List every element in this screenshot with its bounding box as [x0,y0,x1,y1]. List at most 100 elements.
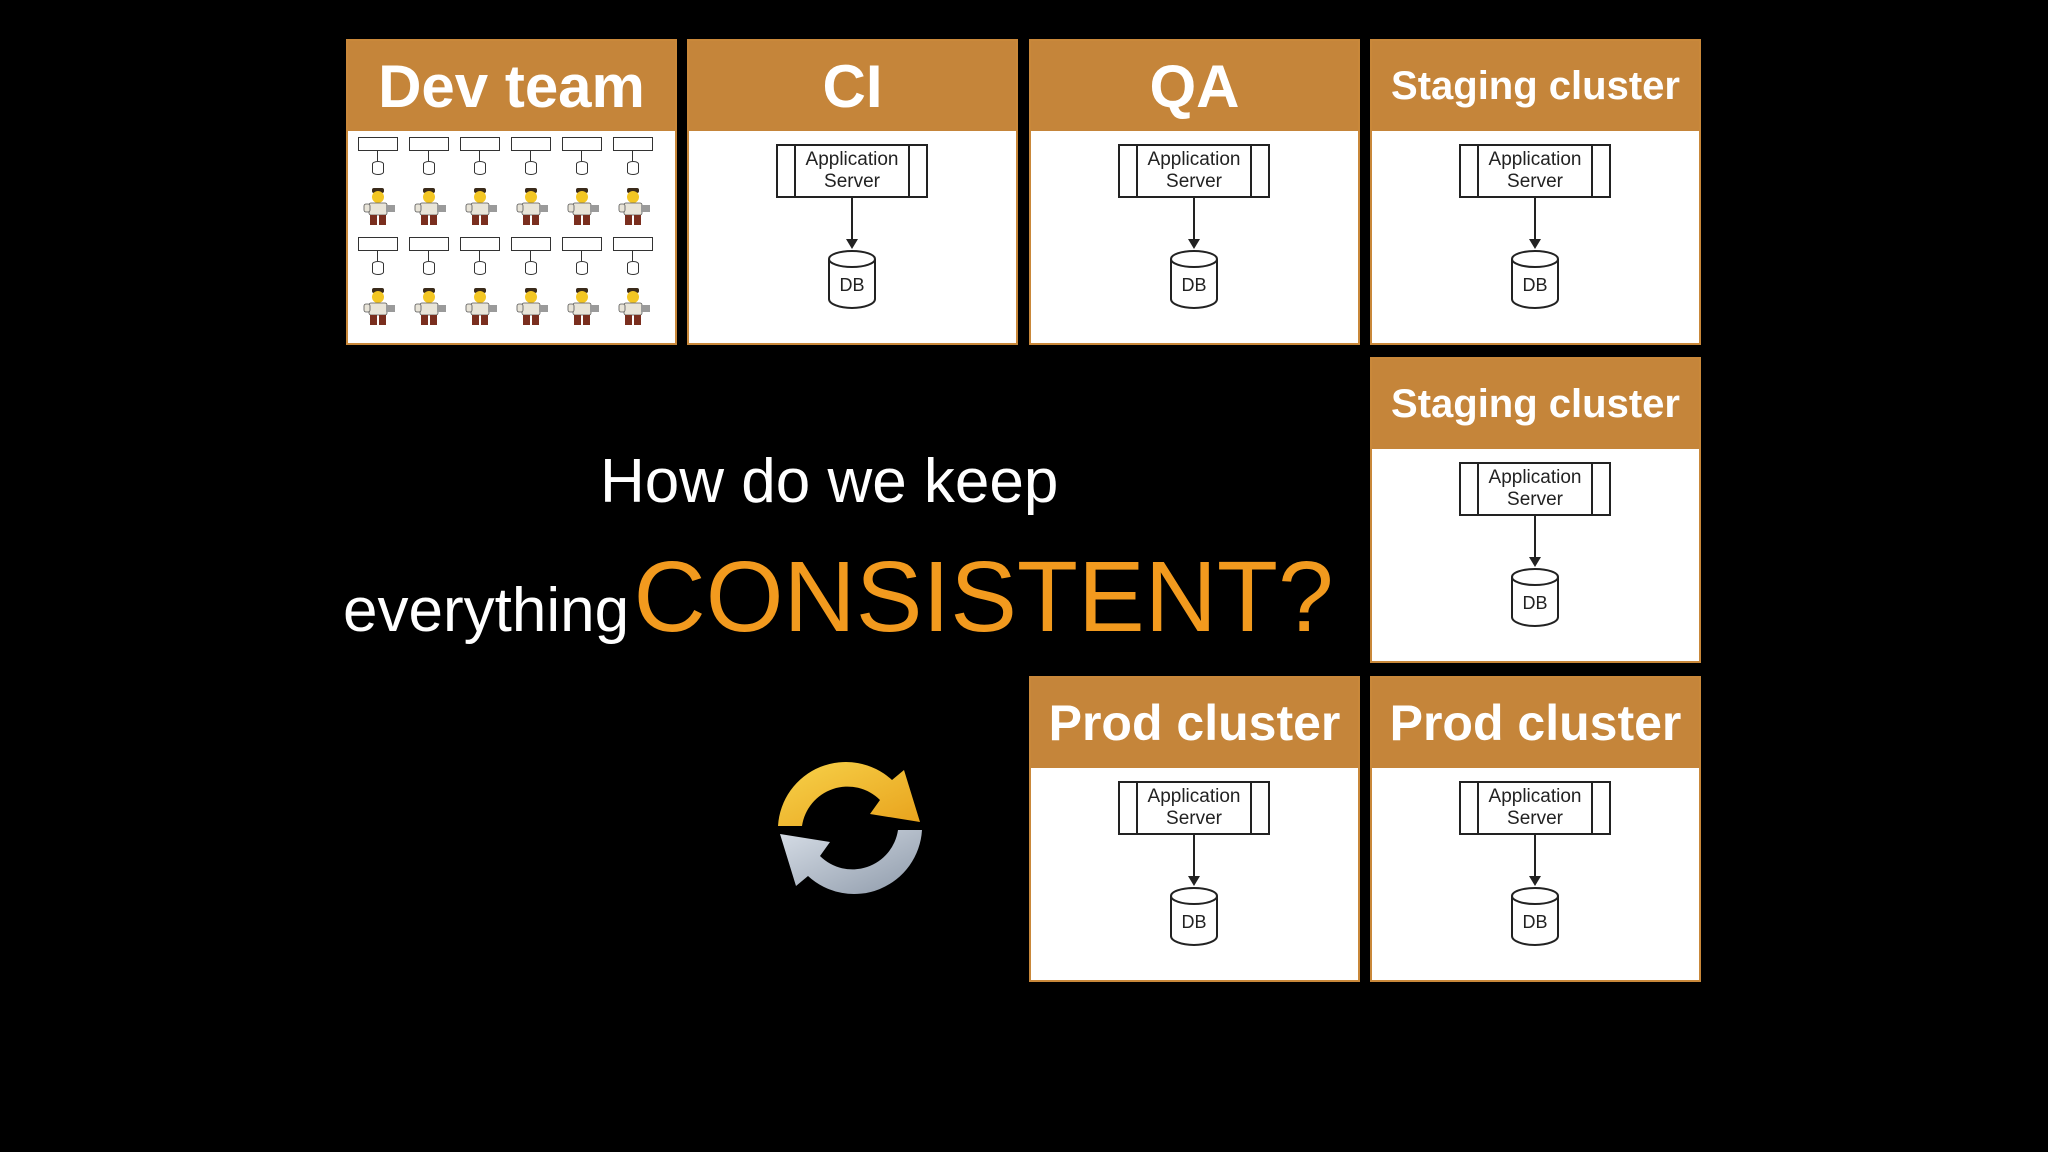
application-server-box: Application Server [1459,144,1611,198]
developer-figure-icon [560,287,604,327]
arrow-head-icon [1529,557,1541,567]
database-icon: DB [1510,886,1560,948]
app-label-line2: Server [1166,808,1222,829]
mini-environment [356,137,400,185]
panel-title: Staging cluster [1372,41,1699,131]
panel-staging-cluster-1: Staging cluster Application Server DB [1370,39,1701,345]
app-label-line1: Application [805,149,899,170]
developer-figure-icon [560,187,604,227]
mini-db-icon [372,261,384,275]
mini-arrow [581,151,582,161]
db-label: DB [1522,275,1548,295]
mini-db-icon [423,261,435,275]
arrow-line [1193,198,1195,242]
panel-staging-cluster-2: Staging cluster Application Server DB [1370,357,1701,663]
panel-prod-cluster-1: Prod cluster Application Server DB [1029,676,1360,982]
developer-figure-icon [611,287,655,327]
mini-environment [560,237,604,285]
database-icon: DB [1169,249,1219,311]
app-label-line1: Application [1488,149,1582,170]
mini-db-icon [627,261,639,275]
db-label: DB [1181,275,1207,295]
mini-app-box [358,137,398,151]
mini-environment [458,137,502,185]
developer-figure-icon [611,187,655,227]
app-label-line2: Server [1507,489,1563,510]
developer-figure-icon [458,187,502,227]
mini-db-icon [627,161,639,175]
mini-environment [458,237,502,285]
developer-figure-icon [509,287,553,327]
mini-app-box [511,237,551,251]
app-label-line1: Application [1488,467,1582,488]
panel-dev-team: Dev team [346,39,677,345]
arrow-line [1534,516,1536,560]
mini-environment [407,137,451,185]
application-server-box: Application Server [1459,462,1611,516]
mini-db-icon [423,161,435,175]
panel-ci: CI Application Server DB [687,39,1018,345]
mini-app-box [613,137,653,151]
database-icon: DB [827,249,877,311]
app-label-line1: Application [1147,786,1241,807]
database-icon: DB [1169,886,1219,948]
mini-arrow [530,251,531,261]
db-label: DB [839,275,865,295]
app-db-diagram: Application Server DB [1031,768,1358,980]
mini-arrow [581,251,582,261]
app-label-line2: Server [1507,171,1563,192]
question-line-2: everything CONSISTENT? [343,540,1334,655]
question-prefix: everything [343,576,630,645]
mini-app-box [409,237,449,251]
db-label: DB [1522,593,1548,613]
mini-arrow [479,151,480,161]
arrow-line [1534,835,1536,879]
mini-db-icon [372,161,384,175]
mini-app-box [562,137,602,151]
db-label: DB [1181,912,1207,932]
application-server-box: Application Server [776,144,928,198]
refresh-sync-icon [770,748,930,908]
mini-app-box [460,237,500,251]
db-label: DB [1522,912,1548,932]
mini-db-icon [525,261,537,275]
mini-db-icon [474,261,486,275]
mini-arrow [530,151,531,161]
mini-db-icon [576,161,588,175]
app-label-line2: Server [1166,171,1222,192]
mini-environment [611,237,655,285]
developer-figure-icon [356,187,400,227]
question-line-1: How do we keep [600,447,1059,516]
panel-qa: QA Application Server DB [1029,39,1360,345]
arrow-head-icon [1529,876,1541,886]
app-label-line1: Application [1488,786,1582,807]
mini-arrow [377,251,378,261]
app-db-diagram: Application Server DB [1031,131,1358,343]
mini-app-box [562,237,602,251]
mini-environment [356,237,400,285]
question-emphasis: CONSISTENT? [633,541,1334,653]
arrow-line [1193,835,1195,879]
app-db-diagram: Application Server DB [1372,131,1699,343]
app-db-diagram: Application Server DB [689,131,1016,343]
application-server-box: Application Server [1118,144,1270,198]
app-db-diagram: Application Server DB [1372,449,1699,661]
app-label-line2: Server [1507,808,1563,829]
dev-environments [354,137,669,337]
app-db-diagram: Application Server DB [1372,768,1699,980]
mini-app-box [409,137,449,151]
mini-environment [611,137,655,185]
database-icon: DB [1510,249,1560,311]
mini-db-icon [576,261,588,275]
mini-environment [407,237,451,285]
panel-title: CI [689,41,1016,131]
arrow-head-icon [846,239,858,249]
mini-environment [560,137,604,185]
arrow-line [851,198,853,242]
mini-app-box [460,137,500,151]
mini-arrow [377,151,378,161]
developer-figure-icon [458,287,502,327]
dev-team-grid [348,131,675,343]
mini-arrow [428,251,429,261]
developer-figure-icon [407,287,451,327]
